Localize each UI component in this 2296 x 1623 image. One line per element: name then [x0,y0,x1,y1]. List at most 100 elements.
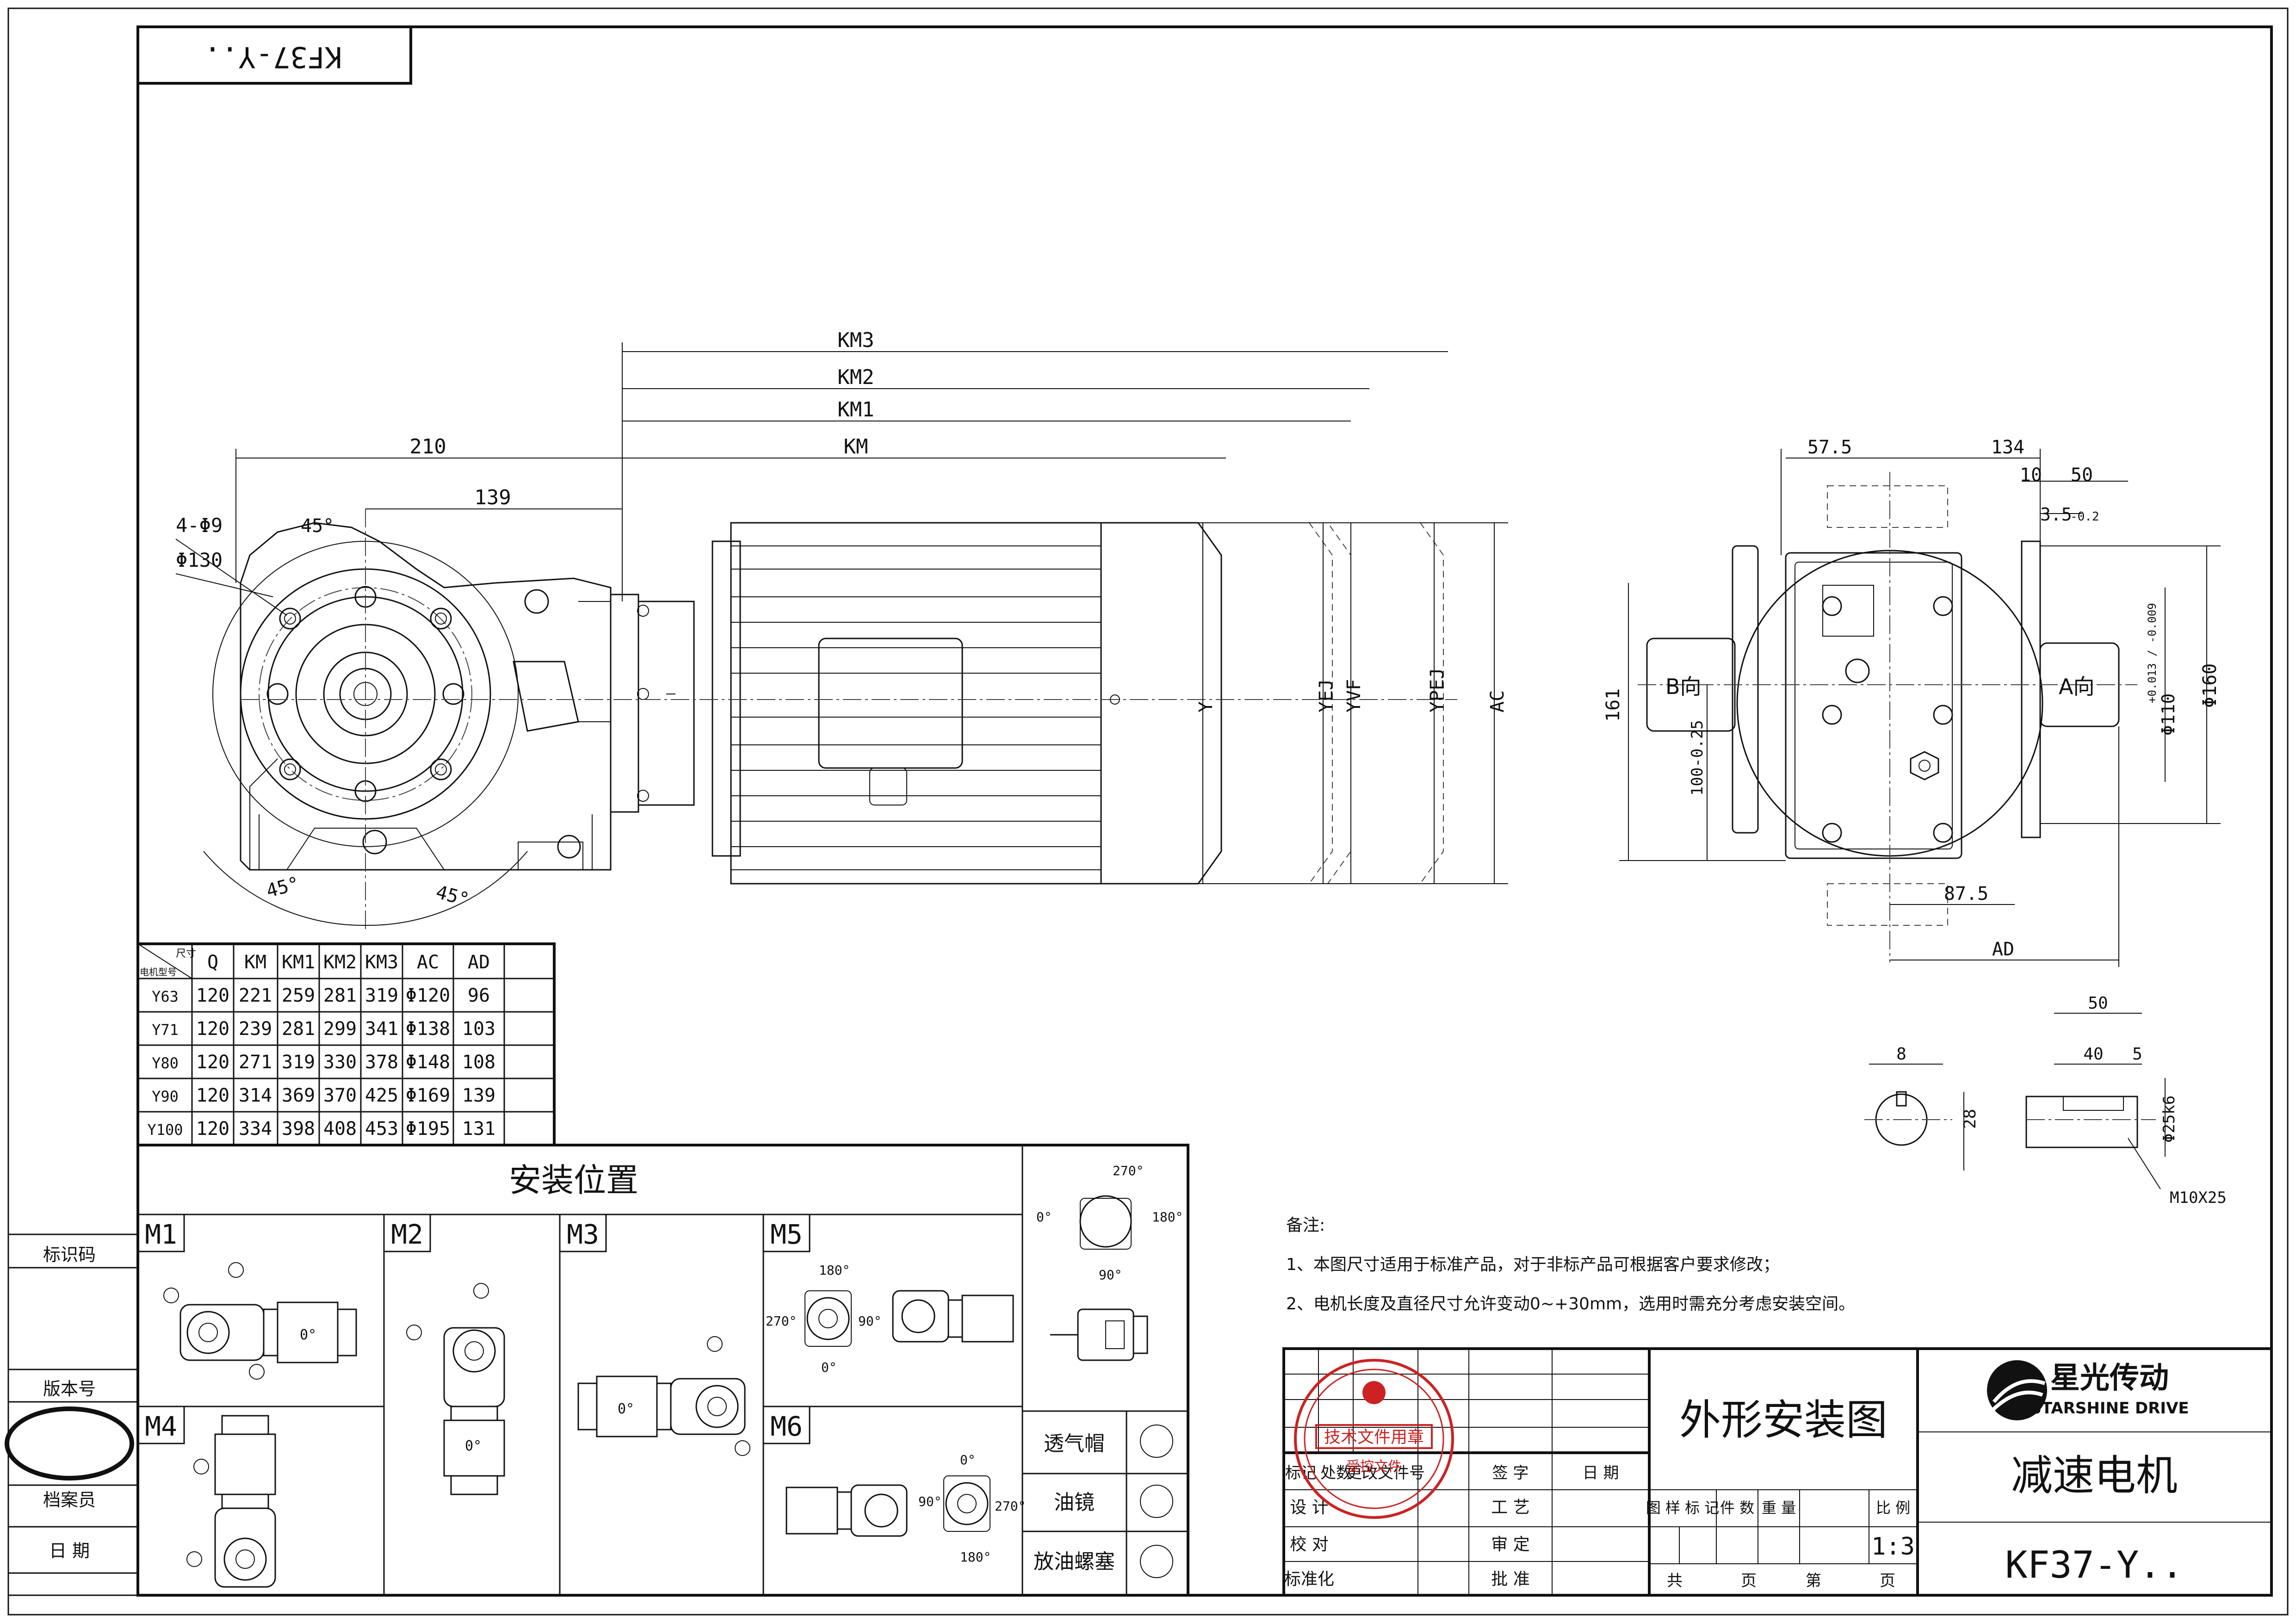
dim-b-direction: B向 [1665,674,1702,699]
sight-glass-icon [1140,1485,1173,1518]
table-cell: 239 [239,1018,272,1040]
table-header-cell: KM1 [282,952,315,973]
tb-model: KF37-Y.. [2005,1543,2183,1586]
stamp-subtext: 受控文件 [1346,1459,1402,1475]
notes-line-2: 2、电机长度及直径尺寸允许变动0~+30mm，选用时需充分考虑安装空间。 [1286,1295,1855,1313]
orientation-key: 270° 0° 180° 90° [1036,1163,1183,1361]
mounting-title: 安装位置 [509,1161,638,1199]
table-cell: 131 [462,1118,495,1140]
drain-plug-icon [1140,1545,1173,1578]
breather-icon [1140,1425,1173,1458]
dim-110: Φ110 [2158,693,2178,736]
tb-sheet-no-a: 第 [1806,1572,1821,1590]
m6-sketch: 0° 90° 270° 180° [786,1452,1026,1565]
table-header-cell: KM2 [323,952,357,973]
table-corner-top: 尺寸 [176,948,196,960]
tb-standard: 标准化 [1284,1570,1334,1589]
dim-ad: AD [1992,939,2014,960]
table-cell: 120 [196,985,229,1006]
side-label-version: 版本号 [43,1379,96,1399]
dim-ypej: YPEJ [1427,668,1448,712]
pos-m2: M2 [391,1219,423,1250]
table-header-cell: KM3 [365,952,398,973]
table-cell: 314 [239,1085,272,1106]
legend-sight-glass: 油镜 [1054,1491,1095,1514]
tb-design: 设 计 [1290,1498,1328,1517]
top-title-text: KF37-Y.. [204,40,342,74]
table-cell: Y90 [152,1088,179,1105]
dim-10: 10 [2020,465,2042,486]
pos-m5: M5 [770,1219,803,1250]
pos-m4: M4 [145,1411,177,1442]
table-cell: 259 [282,985,315,1006]
m3-angle: 0° [618,1401,634,1417]
side-label-date: 日 期 [49,1541,90,1561]
table-cell: 139 [462,1085,495,1106]
dim-3-5: 3.5 [2040,504,2072,525]
dim-45-right: 45° [433,881,471,911]
dim-thread: M10X25 [2170,1189,2227,1207]
dim-km2: KM2 [837,365,874,389]
table-corner-bottom: 电机型号 [140,966,177,978]
table-cell: 341 [365,1018,398,1040]
m5-a180: 180° [819,1263,850,1278]
tb-stage-mark: 图 样 标 记 [1646,1499,1720,1517]
dim-160: Φ160 [2199,663,2221,708]
dim-87-5: 87.5 [1944,883,1988,904]
tb-quantity: 件 数 [1720,1499,1754,1517]
table-cell: 281 [323,985,357,1006]
table-cell: 120 [196,1052,229,1073]
m2-sketch: 0° [406,1283,505,1495]
m6-a0: 0° [960,1452,976,1468]
stamp-text: 技术文件用章 [1324,1428,1424,1447]
tb-sheet-total-a: 共 [1667,1572,1683,1590]
dim-100: 100-0.25 [1688,720,1707,796]
dim-28: 28 [1961,1109,1980,1129]
table-cell: Φ120 [406,985,450,1006]
m2-angle: 0° [465,1438,482,1454]
dim-50: 50 [2071,465,2093,486]
dim-shaft-50: 50 [2088,994,2108,1013]
tb-check: 校 对 [1290,1535,1328,1554]
tb-product-name: 减速电机 [2011,1451,2178,1500]
table-cell: 370 [323,1085,357,1106]
dim-km: KM [844,435,868,458]
key-a90: 90° [1099,1267,1122,1282]
table-cell: 271 [239,1052,272,1073]
tb-process: 工 艺 [1491,1498,1529,1517]
dim-shaft-5: 5 [2132,1045,2142,1064]
notes-line-1: 1、本图尺寸适用于标准产品，对于非标产品可根据客户要求修改； [1286,1255,1780,1274]
table-cell: Φ195 [406,1118,450,1140]
tb-scale-label: 比 例 [1876,1499,1910,1517]
table-cell: Φ169 [406,1085,450,1106]
side-view: B向 A向 57.5 134 10 50 3.5 -0.2 161 100-0.… [1603,437,2221,967]
table-cell: 408 [323,1118,357,1140]
side-label-id: 标识码 [43,1245,96,1265]
tb-revision-count: 处数 [1320,1464,1352,1482]
m5-sketch: 180° 270° 90° 0° [766,1263,1014,1375]
table-cell: 108 [462,1052,495,1073]
tb-sheet-no-b: 页 [1880,1572,1895,1590]
key-a0: 0° [1036,1209,1052,1225]
dim-3-5-tol: -0.2 [2070,510,2099,524]
dim-134: 134 [1991,437,2024,458]
table-cell: 120 [196,1118,229,1140]
dim-45-top: 45° [301,515,334,537]
key-a180: 180° [1152,1209,1183,1225]
table-cell: 319 [365,985,398,1006]
tb-approve: 批 准 [1491,1570,1529,1589]
table-cell: Φ138 [406,1018,450,1040]
table-cell: Y80 [152,1054,179,1072]
m3-sketch: 0° [577,1336,750,1456]
pos-m6: M6 [770,1411,803,1442]
table-cell: Y63 [152,988,179,1005]
m6-a270: 270° [995,1499,1026,1514]
table-cell: 96 [468,985,490,1006]
pos-m3: M3 [567,1219,599,1250]
dim-a-direction: A向 [2059,674,2094,699]
dim-key-8: 8 [1896,1045,1906,1064]
brand-name-en: STARSHINE DRIVE [2030,1399,2189,1418]
